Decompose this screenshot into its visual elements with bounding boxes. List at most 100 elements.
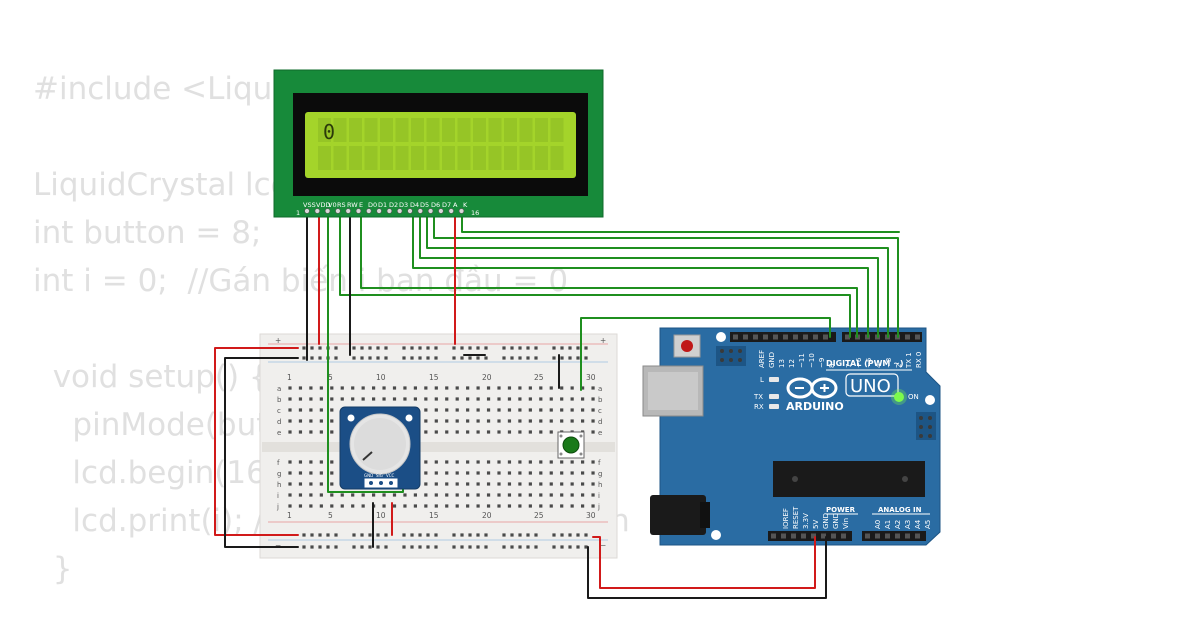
- rail-hole: [368, 545, 372, 549]
- breadboard-hole: [497, 493, 501, 497]
- wire-button-d8[interactable]: [580, 317, 831, 391]
- lcd-pin-label: K: [463, 201, 468, 209]
- rail-hole: [484, 533, 488, 537]
- wire-d5[interactable]: [419, 207, 879, 338]
- lcd-pin: [376, 208, 382, 214]
- power-header: [768, 531, 852, 541]
- breadboard-hole: [330, 397, 334, 401]
- rail-hole: [510, 356, 514, 360]
- column-number: 1: [287, 511, 292, 520]
- breadboard-hole: [466, 430, 470, 434]
- breadboard-hole: [288, 460, 292, 464]
- rail-hole: [552, 533, 556, 537]
- breadboard-hole: [434, 419, 438, 423]
- breadboard-hole: [309, 397, 313, 401]
- on-label: ON: [908, 393, 919, 401]
- potentiometer[interactable]: GND SIG VCC: [339, 406, 421, 490]
- lcd-pin-label: D5: [420, 201, 429, 209]
- breadboard-hole: [319, 493, 323, 497]
- rail-hole: [568, 545, 572, 549]
- breadboard-hole: [340, 386, 344, 390]
- row-letter: b: [598, 396, 603, 404]
- lcd-cell: [380, 146, 393, 170]
- lcd-pin-label: D0: [368, 201, 377, 209]
- rail-hole: [576, 533, 580, 537]
- rail-hole: [476, 533, 480, 537]
- row-letter: h: [598, 481, 602, 489]
- breadboard-hole: [403, 397, 407, 401]
- wire-rail-link-red[interactable]: [214, 347, 299, 536]
- rail-hole: [502, 346, 506, 350]
- breadboard-hole: [560, 397, 564, 401]
- breadboard-hole: [539, 471, 543, 475]
- wire-rs[interactable]: [339, 207, 851, 338]
- lcd-pin-label: D6: [431, 201, 440, 209]
- breadboard-hole: [445, 504, 449, 508]
- power-jack: [650, 495, 706, 535]
- breadboard-hole: [434, 397, 438, 401]
- breadboard-hole: [476, 397, 480, 401]
- lcd-cell: [535, 118, 548, 142]
- breadboard-hole: [476, 419, 480, 423]
- breadboard-hole: [288, 430, 292, 434]
- breadboard-hole: [570, 504, 574, 508]
- breadboard-hole: [507, 482, 512, 486]
- breadboard-hole: [518, 386, 522, 390]
- analog-pin: [915, 533, 920, 539]
- breadboard-hole: [298, 430, 303, 434]
- led-rx-label: RX: [754, 403, 764, 411]
- row-letter: f: [598, 459, 601, 467]
- breadboard-hole: [413, 493, 417, 497]
- breadboard-hole: [486, 397, 491, 401]
- analog-pin: [895, 533, 900, 539]
- rail-hole: [552, 356, 556, 360]
- breadboard-hole: [476, 493, 480, 497]
- breadboard-hole: [591, 386, 595, 390]
- breadboard-hole: [486, 504, 491, 508]
- breadboard-hole: [549, 419, 553, 423]
- breadboard-hole: [288, 493, 292, 497]
- rail-hole: [326, 533, 330, 537]
- breadboard-hole: [455, 408, 459, 412]
- breadboard-hole: [340, 504, 344, 508]
- wire-5v[interactable]: [592, 536, 816, 589]
- lcd-16x2[interactable]: 0 VSS VDD V0 RS RW E D0 D1 D2 D3 D4 D5 D…: [273, 69, 604, 218]
- breadboard-hole: [466, 408, 470, 412]
- breadboard-hole: [361, 504, 365, 508]
- pin-label: ~5: [865, 358, 873, 368]
- breadboard-hole: [298, 408, 303, 412]
- wire-d6[interactable]: [426, 207, 889, 338]
- rail-hole: [302, 346, 306, 350]
- pin-label: 13: [778, 359, 786, 368]
- wire-e[interactable]: [360, 207, 858, 338]
- wire-rail-link-black[interactable]: [224, 357, 299, 548]
- breadboard-hole: [319, 430, 323, 434]
- breadboard-hole: [309, 430, 313, 434]
- breadboard-hole: [413, 397, 417, 401]
- breadboard-hole: [497, 482, 501, 486]
- rail-hole: [410, 533, 414, 537]
- rail-hole: [368, 533, 372, 537]
- lcd-pin-label: D2: [389, 201, 398, 209]
- breadboard-hole: [560, 493, 564, 497]
- breadboard-hole: [361, 397, 365, 401]
- rail-hole: [334, 346, 338, 350]
- digital-pin: [753, 334, 758, 340]
- arduino-uno-board[interactable]: AREF GND 13 12 ~11 ~10 ~9 8 7 ~6 ~5 4 ~3…: [642, 327, 941, 546]
- wire-d7[interactable]: [433, 207, 899, 338]
- breadboard-hole: [591, 430, 595, 434]
- breadboard-hole: [424, 460, 428, 464]
- lcd-cell: [473, 118, 486, 142]
- breadboard-hole: [351, 493, 355, 497]
- wire-d4[interactable]: [412, 207, 869, 338]
- digital-pin: [733, 334, 738, 340]
- rail-hole: [452, 356, 456, 360]
- code-line: }: [33, 551, 73, 587]
- rail-hole: [402, 346, 406, 350]
- pin-label: ~9: [818, 358, 826, 368]
- breadboard-hole: [445, 397, 449, 401]
- push-button[interactable]: [557, 431, 585, 459]
- breadboard-hole: [518, 482, 522, 486]
- breadboard-hole: [309, 419, 313, 423]
- wire-gnd[interactable]: [587, 536, 827, 599]
